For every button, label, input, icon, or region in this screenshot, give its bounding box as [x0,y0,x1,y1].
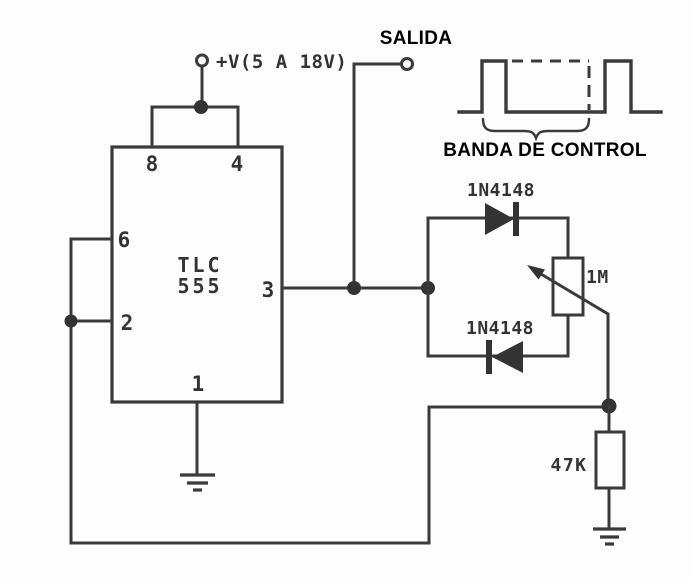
potentiometer-1m: 1M [527,256,610,408]
resistor-47k: 47K [550,398,626,546]
diode-network: 1N4148 1N4148 [426,180,570,374]
pulse-waveform [457,59,663,114]
control-band-brace-icon [481,117,591,142]
pin-4-label: 4 [231,152,244,176]
diode-bottom-label: 1N4148 [466,318,534,339]
wiper-arrow-icon [527,265,545,280]
junction-dot [194,100,208,114]
power-supply-node: +V(5 A 18V) [150,51,347,149]
junction-dot [64,314,78,328]
control-band-label: BANDA DE CONTROL [443,140,647,161]
pin-3-label: 3 [262,278,275,302]
supply-terminal-icon [195,53,209,68]
pin-2-label: 2 [121,311,134,335]
resistor-label: 47K [550,455,587,476]
supply-voltage-label: +V(5 A 18V) [216,51,347,73]
feedback-wire [69,237,611,545]
potentiometer-body [551,256,585,317]
feedback-loop [64,237,611,545]
pin-6-label: 6 [118,228,131,252]
output-terminal-icon [400,57,414,71]
output-wire [352,62,403,290]
junction-dot [347,281,361,295]
pin-8-label: 8 [146,152,159,176]
ic-name-line2: 555 [177,274,222,298]
supply-bracket-wire [150,105,240,149]
diode-loop-bottom-wire [426,312,570,358]
wiper-wire [538,271,610,408]
pin-1-label: 1 [192,372,205,396]
control-band-figure: BANDA DE CONTROL [443,59,663,161]
resistor-body [594,430,626,490]
ground-symbol-icon [180,473,215,492]
output-label: SALIDA [380,28,453,49]
ic-tlc555: TLC 555 8 4 6 2 3 1 [110,145,284,404]
diode-bottom-icon [486,340,523,374]
ic-ground [180,400,215,492]
potentiometer-label: 1M [586,267,609,288]
diode-loop-top-wire [426,216,570,262]
diode-top-label: 1N4148 [467,180,535,201]
diode-top-icon [485,202,519,236]
ic-name-line1: TLC [177,253,222,277]
ground-symbol-icon [593,527,626,546]
